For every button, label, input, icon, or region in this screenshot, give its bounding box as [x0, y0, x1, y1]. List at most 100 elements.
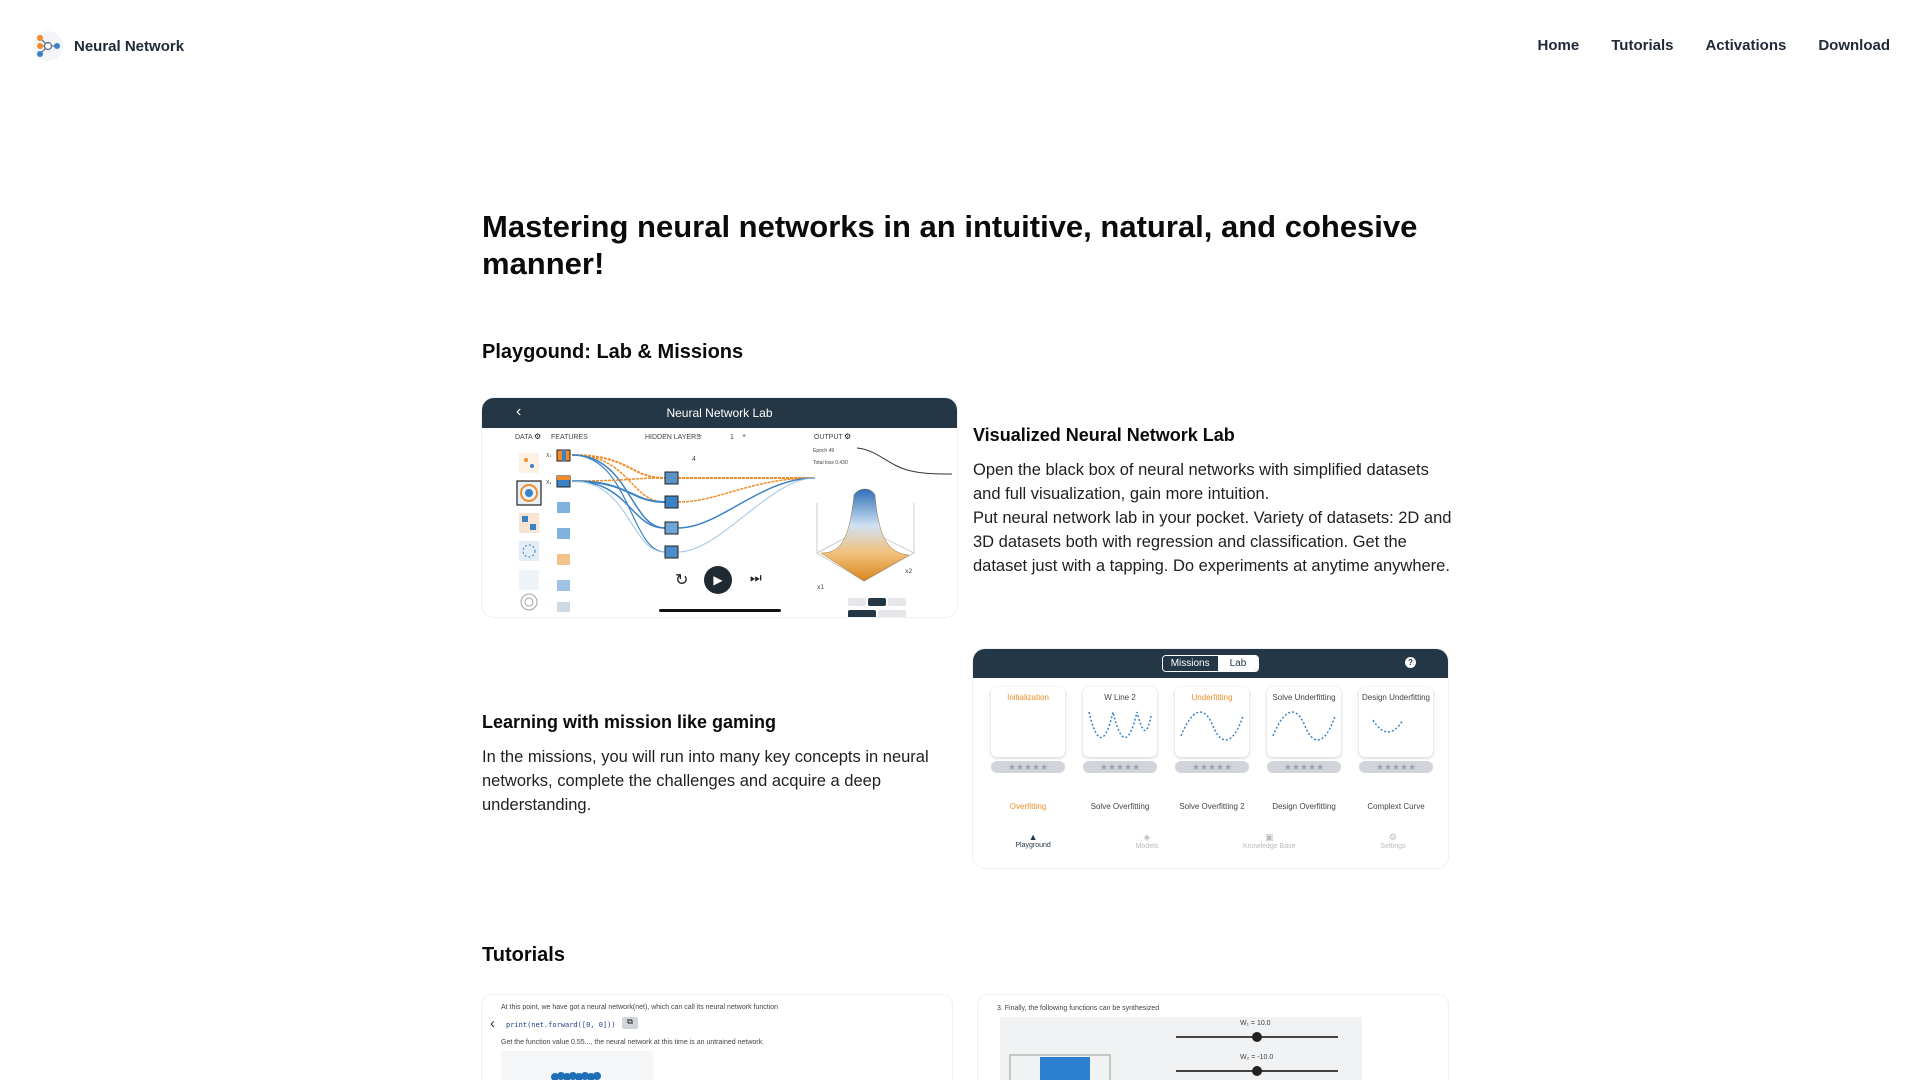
layers-plus[interactable]: + — [742, 433, 747, 440]
gear-icon: ⚙ — [534, 432, 542, 441]
step-forward-icon[interactable]: ⏭ — [750, 570, 762, 585]
missions-feature-text: In the missions, you will run into many … — [482, 748, 929, 814]
neural-network-logo-icon — [33, 31, 63, 61]
epoch-text: Epoch 49 — [813, 448, 835, 454]
feature-nodes[interactable]: X₁ X₂ — [544, 444, 584, 614]
mission-grid-row-2: Overfitting Solve Overfitting Solve Over… — [991, 796, 1433, 836]
mission-card[interactable]: Complext Curve — [1359, 796, 1433, 836]
nav-link-activations[interactable]: Activations — [1705, 37, 1787, 54]
tutorial-1-line-1: At this point, we have got a neural netw… — [501, 1004, 779, 1011]
missions-screenshot: Missions Lab ? Initialization ★★★★★ W Li… — [973, 649, 1448, 868]
mission-card[interactable]: W Line 2 ★★★★★ — [1083, 687, 1157, 773]
missions-header: Missions Lab ? — [973, 649, 1448, 678]
copy-icon[interactable]: ⧉ — [622, 1017, 638, 1029]
svg-text:x1: x1 — [817, 584, 825, 591]
loss-curve — [857, 447, 952, 475]
mission-card[interactable]: Solve Overfitting — [1083, 796, 1157, 836]
mission-card[interactable]: Solve Underfitting ★★★★★ — [1267, 687, 1341, 773]
mission-stars: ★★★★★ — [1083, 761, 1157, 773]
nav-link-download[interactable]: Download — [1818, 37, 1890, 54]
label-data: DATA — [515, 434, 533, 441]
network-graph — [571, 454, 816, 559]
loss-text: Total loss 0.430 — [813, 460, 848, 466]
mission-card-label: W Line 2 — [1104, 693, 1136, 702]
playground-icon: ▲ — [1028, 832, 1038, 842]
mission-card-label: Design Overfitting — [1272, 802, 1336, 811]
output-surface-3d: x1 x2 — [815, 488, 916, 591]
nav-link-home[interactable]: Home — [1537, 37, 1580, 54]
slider-2-label: W₂ = -10.0 — [1240, 1054, 1274, 1061]
mission-card-label: Design Underfitting — [1361, 693, 1431, 702]
mission-curve — [1088, 711, 1152, 738]
mission-card[interactable]: Underfitting ★★★★★ — [1175, 687, 1249, 773]
bottom-tab-settings-label: Settings — [1380, 843, 1406, 850]
mission-card-label: Solve Overfitting — [1090, 802, 1150, 811]
mission-card-label: Solve Overfitting 2 — [1179, 802, 1245, 811]
hero-title: Mastering neural networks in an intuitiv… — [482, 209, 1418, 281]
lab-header-title: Neural Network Lab — [666, 406, 773, 420]
tutorial-card-1[interactable]: ‹ At this point, we have got a neural ne… — [482, 995, 952, 1080]
missions-segmented-control[interactable]: Missions Lab — [1161, 655, 1260, 672]
output-toggle-row-1[interactable] — [848, 598, 906, 606]
slider-1-thumb[interactable] — [1252, 1032, 1262, 1042]
mission-card-label: Underfitting — [1191, 693, 1233, 702]
tutorial-1-line-2: Get the function value 0.55..., the neur… — [501, 1039, 765, 1046]
slider-2[interactable] — [1176, 1066, 1338, 1076]
mission-card[interactable]: Solve Overfitting 2 — [1175, 796, 1249, 836]
bottom-tab-playground-label: Playground — [1015, 842, 1051, 849]
brand-name: Neural Network — [74, 37, 185, 55]
models-icon: ◈ — [1143, 832, 1151, 842]
reset-icon[interactable]: ↻ — [675, 572, 689, 589]
mission-curve — [1372, 719, 1404, 733]
tab-missions[interactable]: Missions — [1162, 656, 1218, 671]
dataset-tiles[interactable] — [516, 448, 546, 613]
mission-stars: ★★★★★ — [1359, 761, 1433, 773]
play-button[interactable]: ▶ — [704, 566, 732, 594]
output-gear-icon: ⚙ — [844, 432, 852, 441]
section-title-tutorials: Tutorials — [482, 944, 565, 966]
mission-card[interactable]: Initialization ★★★★★ — [991, 687, 1065, 773]
missions-feature-title: Learning with mission like gaming — [482, 712, 777, 732]
layers-minus[interactable]: − — [698, 433, 703, 440]
mission-stars: ★★★★★ — [1267, 761, 1341, 773]
mission-stars: ★★★★★ — [991, 761, 1065, 773]
lab-header: ‹ Neural Network Lab — [482, 398, 957, 428]
mission-card-label: Overfitting — [1009, 802, 1047, 811]
nav-link-tutorials[interactable]: Tutorials — [1611, 37, 1674, 54]
bottom-tab-models[interactable]: ◈Models — [1136, 832, 1159, 868]
bottom-tab-knowledge-base[interactable]: ▣Knowledge Base — [1243, 832, 1296, 868]
top-nav: Neural Network Home Tutorials Activation… — [0, 0, 1920, 96]
tutorial-1-plot — [501, 1051, 653, 1080]
lab-screenshot: ‹ Neural Network Lab DATA ⚙ FEATURES HID… — [482, 398, 957, 617]
knowledge-base-icon: ▣ — [1264, 832, 1274, 842]
mission-curve — [1180, 711, 1244, 741]
svg-text:X₂: X₂ — [546, 480, 551, 486]
mission-card-label: Solve Underfitting — [1272, 693, 1336, 702]
bottom-tab-models-label: Models — [1135, 843, 1159, 850]
mission-curve — [1272, 711, 1336, 741]
tab-lab[interactable]: Lab — [1217, 656, 1259, 671]
nav-links: Home Tutorials Activations Download — [1538, 37, 1890, 54]
svg-text:X₁: X₁ — [546, 453, 551, 459]
lab-feature-title: Visualized Neural Network Lab — [973, 425, 1235, 445]
settings-icon: ⚙ — [1388, 832, 1397, 842]
svg-text:x2: x2 — [905, 568, 913, 575]
brand[interactable]: Neural Network — [32, 30, 184, 62]
bottom-tab-playground[interactable]: ▲Playground — [1015, 832, 1050, 868]
label-output: OUTPUT — [814, 434, 843, 441]
tutorial-card-2[interactable]: 3. Finally, the following functions can … — [978, 995, 1448, 1080]
neurons-count: 4 — [692, 456, 696, 463]
slider-1[interactable] — [1176, 1032, 1338, 1042]
bottom-tab-knowledge-base-label: Knowledge Base — [1242, 843, 1296, 850]
help-icon[interactable]: ? — [1405, 657, 1416, 668]
mission-grid-row-1: Initialization ★★★★★ W Line 2 ★★★★★ Unde… — [991, 687, 1433, 773]
slider-2-thumb[interactable] — [1252, 1066, 1262, 1076]
lab-feature-text: Open the black box of neural networks wi… — [973, 461, 1452, 575]
mission-card[interactable]: Overfitting — [991, 796, 1065, 836]
bottom-tab-settings[interactable]: ⚙Settings — [1380, 832, 1405, 868]
output-toggle-row-2[interactable] — [848, 610, 906, 617]
back-chevron-icon[interactable]: ‹ — [490, 1015, 495, 1032]
mission-card[interactable]: Design Overfitting — [1267, 796, 1341, 836]
tutorial-2-panel: W₁ = 10.0 W₂ = -10.0 — [1000, 1017, 1362, 1080]
mission-card[interactable]: Design Underfitting ★★★★★ — [1359, 687, 1433, 773]
